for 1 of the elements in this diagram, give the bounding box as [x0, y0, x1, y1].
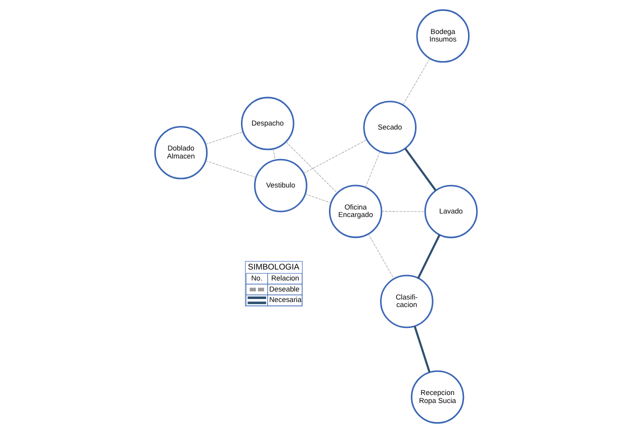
label: SIMBOLOGIA [247, 262, 299, 272]
